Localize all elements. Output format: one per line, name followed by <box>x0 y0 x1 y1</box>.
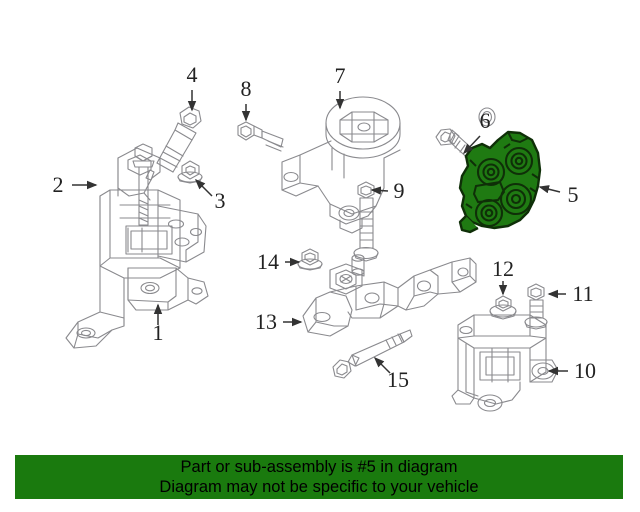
callout-label-4: 4 <box>187 62 198 87</box>
callout-label-14: 14 <box>257 249 279 274</box>
callout-label-12: 12 <box>492 256 514 281</box>
callout-label-9: 9 <box>394 178 405 203</box>
banner-line-disclaimer: Diagram may not be specific to your vehi… <box>159 478 479 496</box>
part-3-flange-nut <box>177 160 203 184</box>
callout-label-3: 3 <box>215 188 226 213</box>
part-10-transmission-mount-bracket <box>451 314 559 412</box>
callout-label-10: 10 <box>574 358 596 383</box>
callout-label-5: 5 <box>568 182 579 207</box>
callout-label-15: 15 <box>387 367 409 392</box>
banner-line-part-number: Part or sub-assembly is #5 in diagram <box>180 458 458 476</box>
part-8-bolt-flange <box>237 121 284 152</box>
callout-label-6: 6 <box>480 108 491 133</box>
callout-label-11: 11 <box>572 281 593 306</box>
part-15-bolt-long-angled <box>332 329 413 379</box>
callout-label-7: 7 <box>335 63 346 88</box>
callout-label-8: 8 <box>241 76 252 101</box>
part-notice-banner: Part or sub-assembly is #5 in diagram Di… <box>15 455 623 499</box>
part-5-engine-mount-bracket-highlighted <box>458 130 542 234</box>
callout-label-2: 2 <box>53 172 64 197</box>
part-7-torque-strut-mount <box>281 96 401 234</box>
callout-label-1: 1 <box>153 320 164 345</box>
callout-leader-lines <box>72 90 568 376</box>
part-2-bolt-long <box>132 143 155 226</box>
part-12-flange-nut-small <box>489 295 517 320</box>
part-1-engine-mount-bracket-left <box>65 147 209 349</box>
callout-label-13: 13 <box>255 309 277 334</box>
part-13-mount-bracket-rear <box>302 254 477 337</box>
callout-labels: 1 2 3 4 5 6 7 8 9 10 11 12 13 14 15 <box>53 62 597 392</box>
